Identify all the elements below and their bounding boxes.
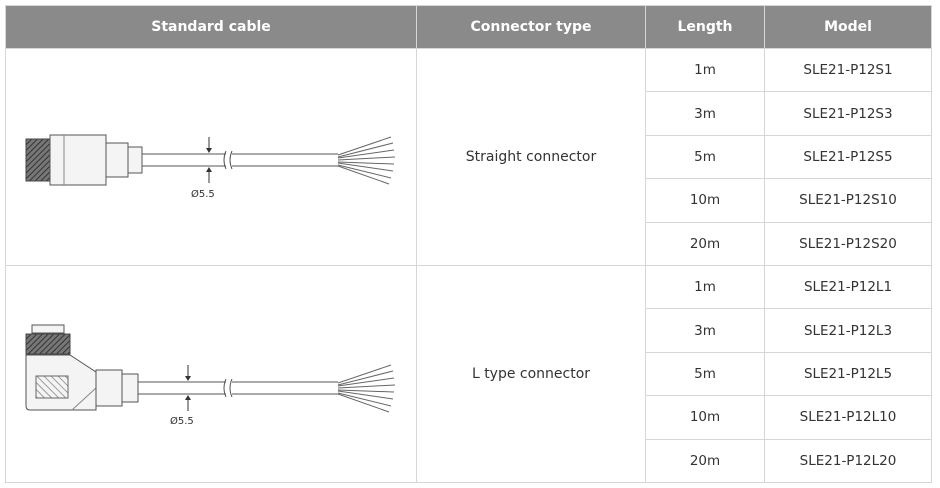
length-cell: 20m — [645, 438, 765, 483]
table-row: 10m SLE21-P12L10 — [6, 395, 932, 440]
length-cell: 20m — [645, 221, 765, 266]
length-cell: 10m — [645, 178, 765, 223]
header-length: Length — [645, 5, 765, 49]
model-cell: SLE21-P12S1 — [764, 47, 932, 93]
length-cell: 1m — [645, 47, 765, 93]
length-cell: 10m — [645, 395, 765, 440]
length-cell: 3m — [645, 91, 765, 136]
cable-spec-table: Standard cable Connector type Length Mod… — [5, 5, 932, 483]
header-model: Model — [764, 5, 932, 49]
header-row: Standard cable Connector type Length Mod… — [5, 5, 932, 49]
table-row: 10m SLE21-P12S10 — [6, 178, 932, 223]
l-type-connector-type: L type connector — [416, 264, 646, 483]
model-cell: SLE21-P12L20 — [764, 438, 932, 483]
model-cell: SLE21-P12S5 — [764, 134, 932, 180]
model-cell: SLE21-P12L3 — [764, 308, 932, 353]
length-cell: 1m — [645, 264, 765, 310]
header-connector-type: Connector type — [416, 5, 646, 49]
length-cell: 5m — [645, 134, 765, 180]
l-type-cable-drawing: Ø5.5 — [25, 324, 396, 427]
table-row: 20m SLE21-P12S20 — [6, 221, 932, 266]
l-type-diameter-label: Ø5.5 — [170, 415, 194, 427]
table-row: 5m SLE21-P12L5 — [6, 351, 932, 397]
l-type-cable-drawing-cell: Ø5.5 — [5, 264, 417, 483]
table-row: 20m SLE21-P12L20 — [6, 438, 932, 483]
header-standard-cable: Standard cable — [5, 5, 417, 49]
table-row: Ø5.5 Straight connector 1m SLE21-P12S1 — [5, 47, 932, 266]
model-cell: SLE21-P12L10 — [764, 395, 932, 440]
length-cell: 3m — [645, 308, 765, 353]
table-row: 3m SLE21-P12S3 — [6, 91, 932, 136]
model-cell: SLE21-P12S20 — [764, 221, 932, 266]
table-row: 3m SLE21-P12L3 — [6, 308, 932, 353]
model-cell: SLE21-P12S10 — [764, 178, 932, 223]
table-row: 5m SLE21-P12S5 — [6, 134, 932, 180]
straight-cable-drawing: Ø5.5 — [25, 134, 396, 200]
table-row: Ø5.5 L type connector 1m SLE21-P12L1 — [5, 264, 932, 483]
length-cell: 5m — [645, 351, 765, 397]
straight-cable-drawing-cell: Ø5.5 — [5, 48, 417, 266]
model-cell: SLE21-P12L1 — [764, 264, 932, 310]
straight-diameter-label: Ø5.5 — [191, 188, 215, 200]
model-cell: SLE21-P12S3 — [764, 91, 932, 136]
straight-connector-type: Straight connector — [416, 48, 646, 266]
model-cell: SLE21-P12L5 — [764, 351, 932, 397]
